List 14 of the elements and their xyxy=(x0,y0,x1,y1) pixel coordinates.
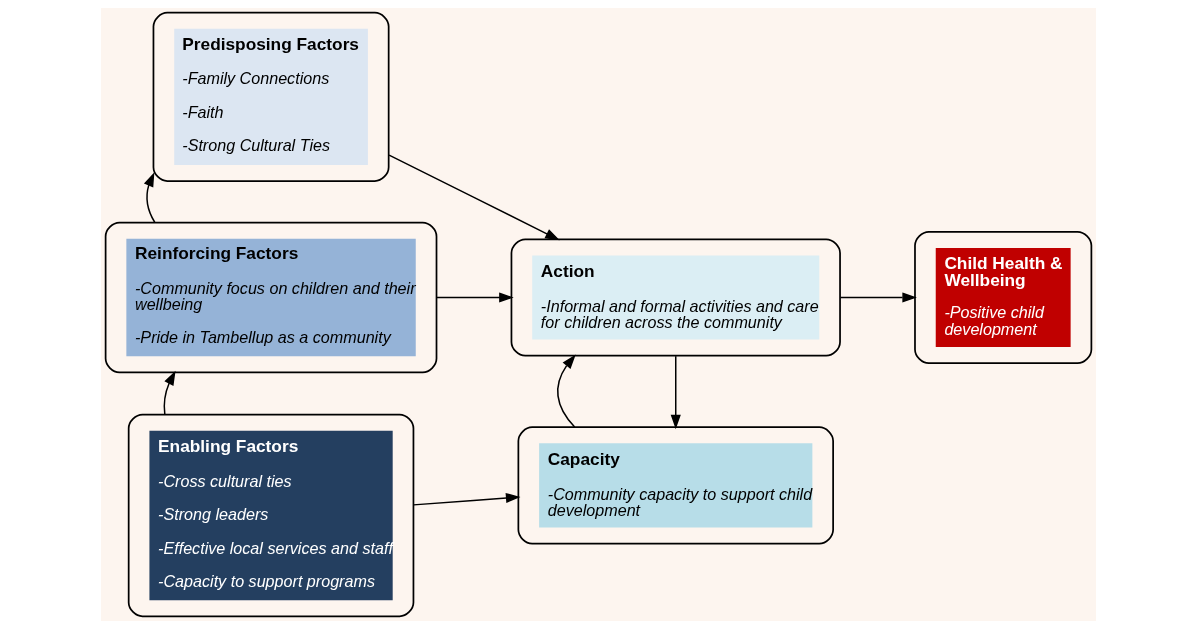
arrow xyxy=(839,292,917,303)
arrow xyxy=(387,154,560,241)
node-box: Predisposing Factors -Family Connections -Faith -Strong Cultural Ties xyxy=(152,11,390,182)
arrow xyxy=(670,355,681,430)
node-box: Action -Informal and formal activities and care for children across the community xyxy=(510,238,841,357)
node-box: Child Health & Wellbeing -Positive child development xyxy=(913,230,1092,365)
arrow xyxy=(556,354,576,428)
arrow xyxy=(163,370,176,415)
arrow xyxy=(412,492,520,506)
node-box: Capacity -Community capacity to support child development xyxy=(517,426,834,545)
node-box: Reinforcing Factors -Community focus on children and their wellbeing -Pride in Tambellup as a community xyxy=(104,221,437,374)
arrow xyxy=(143,172,155,223)
node-box: Enabling Factors -Cross cultural ties -Strong leaders -Effective local services and staff -Capacity to support programs xyxy=(127,413,414,618)
arrow xyxy=(435,292,514,303)
